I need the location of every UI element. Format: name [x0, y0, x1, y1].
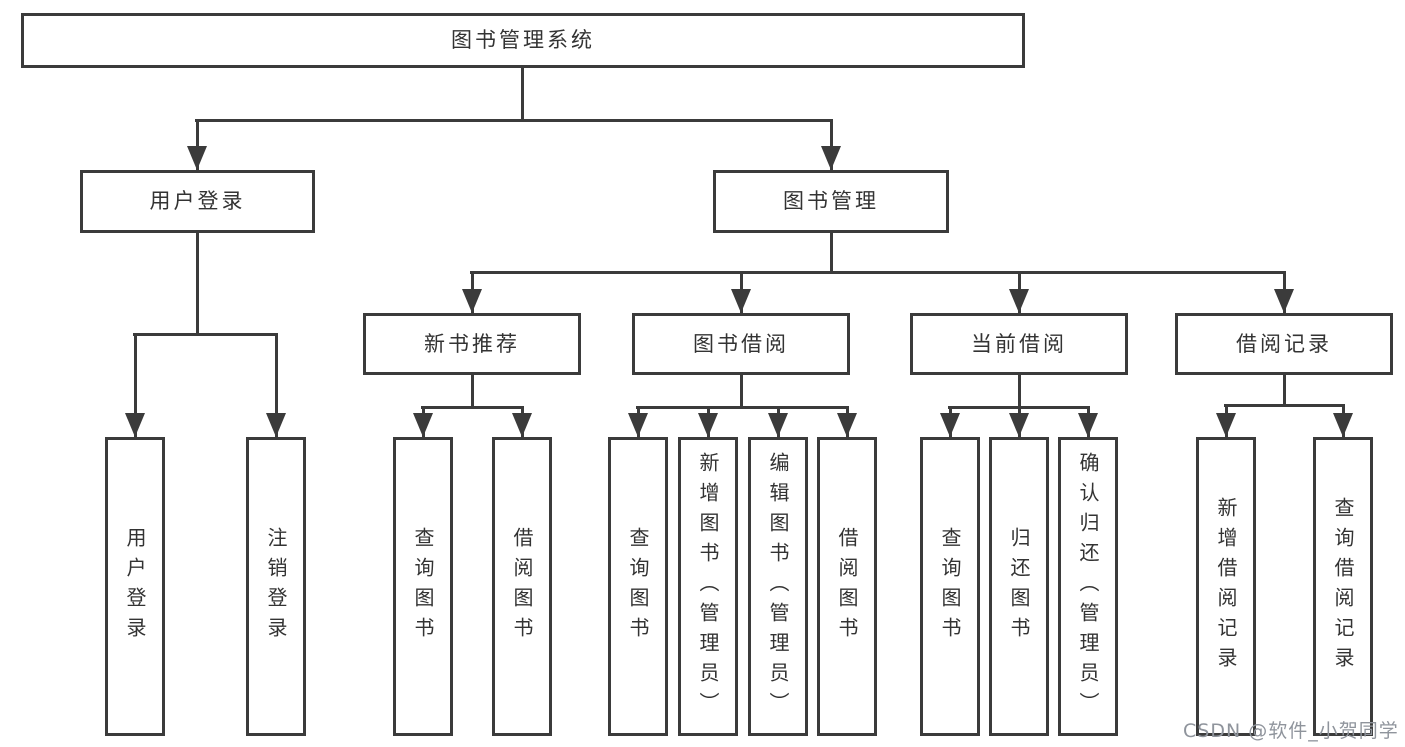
node-label: 借阅图书 [510, 526, 534, 647]
arrow-down-icon [837, 413, 857, 437]
leaf-borrow-books-recommend: 借阅图书 [492, 437, 552, 736]
node-label: 借阅图书 [835, 526, 859, 647]
leaf-return-book: 归还图书 [989, 437, 1049, 736]
arrow-down-icon [1333, 413, 1353, 437]
leaf-borrow-books: 借阅图书 [817, 437, 877, 736]
arrow-down-icon [512, 413, 532, 437]
arrow-down-icon [1009, 413, 1029, 437]
connector-line [134, 333, 137, 437]
node-book-borrow: 图书借阅 [632, 313, 850, 375]
watermark-text: CSDN @软件_小贺同学 [1183, 720, 1399, 742]
leaf-confirm-return-admin: 确认归还（管理员） [1058, 437, 1118, 736]
connector-line [195, 119, 833, 122]
node-label: 查询图书 [938, 526, 962, 647]
node-label: 归还图书 [1007, 526, 1031, 647]
connector-line [471, 375, 474, 408]
arrow-down-icon [413, 413, 433, 437]
node-label: 查询图书 [411, 526, 435, 647]
leaf-query-books-borrow: 查询图书 [608, 437, 668, 736]
connector-line [275, 333, 278, 437]
arrow-down-icon [266, 413, 286, 437]
leaf-add-borrow-record: 新增借阅记录 [1196, 437, 1256, 736]
node-label: 查询借阅记录 [1331, 496, 1355, 677]
connector-line [830, 233, 833, 273]
node-label: 图书管理系统 [451, 28, 595, 52]
node-label: 当前借阅 [971, 331, 1067, 356]
connector-line [421, 406, 524, 409]
leaf-query-books-current: 查询图书 [920, 437, 980, 736]
node-label: 用户登录 [149, 189, 246, 213]
node-borrow-records: 借阅记录 [1175, 313, 1393, 375]
connector-line [470, 271, 1286, 274]
arrow-down-icon [1078, 413, 1098, 437]
leaf-query-books-recommend: 查询图书 [393, 437, 453, 736]
arrow-down-icon [1009, 289, 1029, 313]
node-current-borrow: 当前借阅 [910, 313, 1128, 375]
leaf-logout: 注销登录 [246, 437, 306, 736]
connector-line [830, 119, 833, 170]
arrow-down-icon [1216, 413, 1236, 437]
leaf-query-borrow-record: 查询借阅记录 [1313, 437, 1373, 736]
connector-line [1224, 404, 1345, 407]
node-book-management: 图书管理 [713, 170, 949, 233]
connector-line [1018, 375, 1021, 408]
node-label: 新书推荐 [424, 331, 520, 356]
connector-line [133, 333, 278, 336]
node-label: 图书管理 [783, 189, 879, 213]
arrow-down-icon [187, 146, 207, 170]
connector-line [196, 119, 199, 170]
node-label: 确认归还（管理员） [1076, 451, 1100, 722]
connector-line [636, 406, 849, 409]
arrow-down-icon [125, 413, 145, 437]
leaf-add-book-admin: 新增图书（管理员） [678, 437, 738, 736]
node-label: 编辑图书（管理员） [766, 451, 790, 722]
arrow-down-icon [768, 413, 788, 437]
node-user-login: 用户登录 [80, 170, 315, 233]
node-label: 图书借阅 [693, 331, 789, 356]
connector-line [521, 68, 524, 120]
arrow-down-icon [940, 413, 960, 437]
node-label: 新增借阅记录 [1214, 496, 1238, 677]
leaf-edit-book-admin: 编辑图书（管理员） [748, 437, 808, 736]
node-label: 用户登录 [123, 526, 147, 647]
arrow-down-icon [731, 289, 751, 313]
connector-line [196, 233, 199, 335]
arrow-down-icon [698, 413, 718, 437]
arrow-down-icon [462, 289, 482, 313]
node-library-system: 图书管理系统 [21, 13, 1025, 68]
node-label: 新增图书（管理员） [696, 451, 720, 722]
node-new-book-recommend: 新书推荐 [363, 313, 581, 375]
node-label: 借阅记录 [1236, 331, 1332, 356]
arrow-down-icon [628, 413, 648, 437]
arrow-down-icon [1274, 289, 1294, 313]
node-label: 查询图书 [626, 526, 650, 647]
connector-line [740, 375, 743, 408]
node-label: 注销登录 [264, 526, 288, 647]
arrow-down-icon [821, 146, 841, 170]
leaf-user-login: 用户登录 [105, 437, 165, 736]
connector-line [1283, 375, 1286, 406]
